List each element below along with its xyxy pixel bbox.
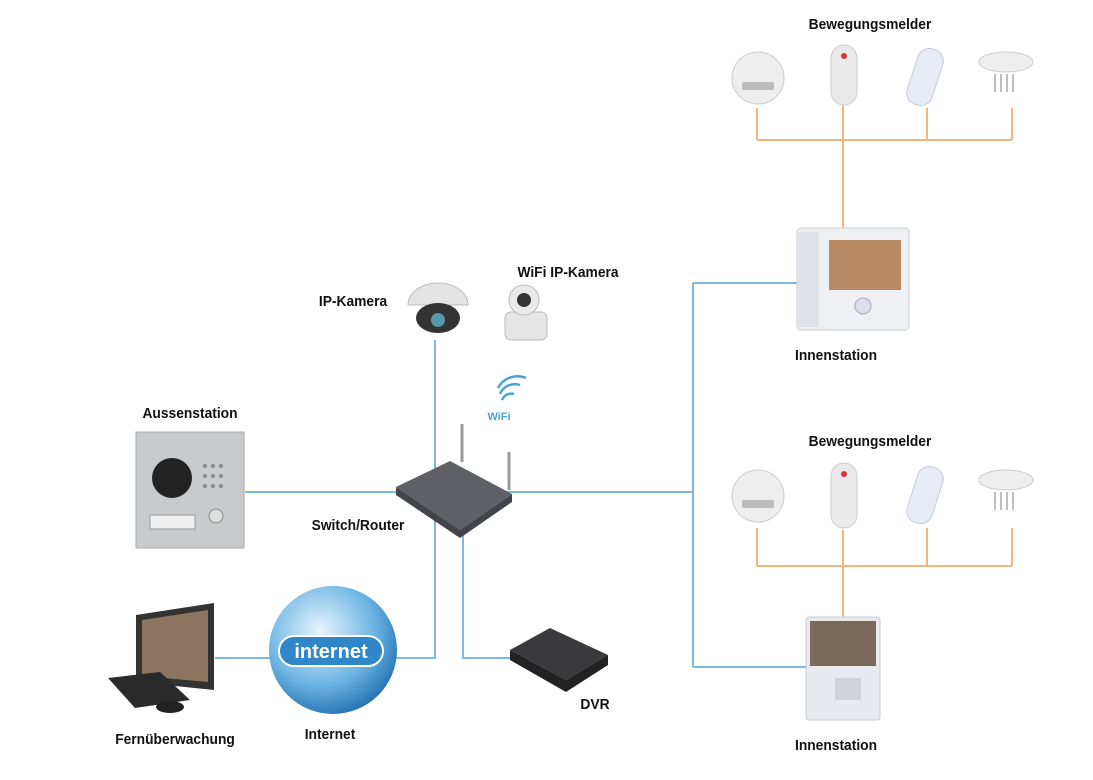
label-outdoor-station: Aussenstation — [142, 405, 238, 422]
motion-sensor-icon — [830, 462, 858, 529]
motion-sensor-icon — [830, 44, 858, 106]
internet-globe-icon: internet — [269, 586, 397, 714]
alarm-lines — [756, 105, 1013, 618]
heat-detector-icon — [978, 469, 1034, 491]
label-indoor-station-top: Innenstation — [794, 347, 878, 364]
dvr-icon — [510, 628, 608, 692]
outdoor-station-icon — [135, 431, 245, 549]
indoor-station-bottom-icon — [805, 616, 881, 721]
heat-detector-icon — [978, 51, 1034, 73]
label-motion-top: Bewegungsmelder — [808, 16, 932, 33]
router-icon — [396, 424, 512, 538]
motion-sensor-icon — [906, 48, 944, 106]
line-router-dvr — [462, 530, 512, 659]
smoke-detector-icon — [731, 51, 785, 105]
label-indoor-station-bottom: Innenstation — [794, 737, 878, 754]
smoke-detector-icon — [731, 469, 785, 523]
label-internet: Internet — [304, 726, 356, 743]
label-dvr: DVR — [580, 696, 610, 713]
indoor-station-top-icon — [796, 227, 910, 331]
wifi-icon — [496, 375, 527, 401]
label-wifi: WiFi — [487, 411, 511, 423]
internet-globe-text: internet — [294, 641, 368, 663]
line-camera-internet — [395, 340, 436, 659]
label-wifi-ip-camera: WiFi IP-Kamera — [517, 264, 619, 281]
label-remote-monitoring: Fernüberwachung — [115, 731, 235, 748]
alarm-bus-bottom — [756, 528, 1013, 618]
sensors-bottom — [731, 462, 1034, 529]
computer-icon — [108, 603, 214, 713]
ip-camera-icon — [407, 282, 469, 333]
label-switch-router: Switch/Router — [311, 517, 405, 534]
alarm-bus-top — [756, 105, 1013, 230]
sensors-top — [731, 44, 1034, 106]
network-lines — [215, 282, 806, 668]
line-router-indoor — [505, 282, 806, 668]
label-motion-bottom: Bewegungsmelder — [808, 433, 932, 450]
wifi-camera-icon — [504, 284, 548, 341]
label-ip-camera: IP-Kamera — [318, 293, 388, 310]
motion-sensor-icon — [906, 466, 944, 524]
